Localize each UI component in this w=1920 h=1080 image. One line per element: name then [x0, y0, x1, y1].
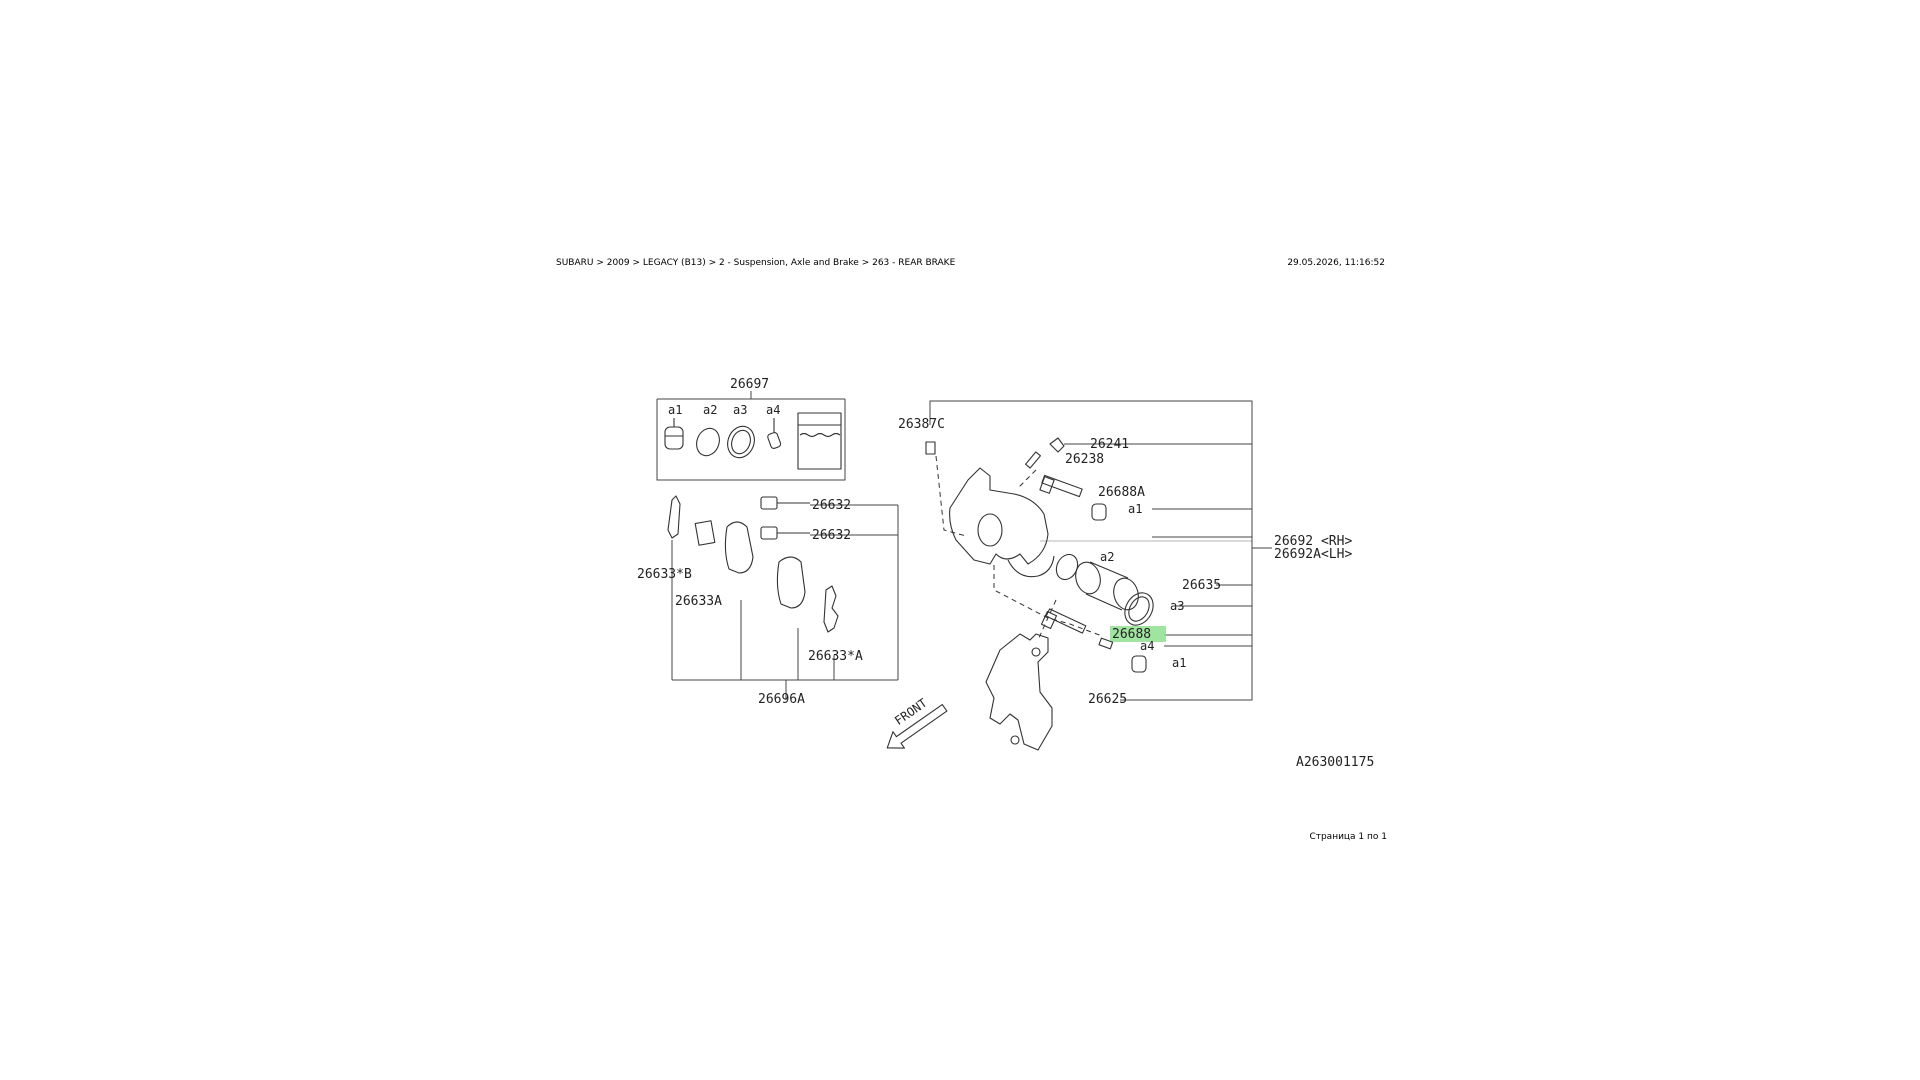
caliper-body-part: [949, 467, 1049, 565]
ref-a1-bottom[interactable]: a1: [1172, 656, 1186, 670]
cap-part: [1049, 437, 1065, 453]
kit-item-a4[interactable]: a4: [766, 403, 780, 417]
dust-seal-part: [727, 425, 755, 459]
page-footer: Страница 1 по 1: [1309, 832, 1387, 842]
caliper-lower: [1007, 555, 1055, 578]
wear-indicator-top-part: [760, 496, 810, 510]
label-26632-top[interactable]: 26632: [812, 498, 851, 513]
dash-bolt: [1017, 469, 1037, 489]
ref-a1-top[interactable]: a1: [1128, 502, 1142, 516]
dash-support: [1037, 599, 1057, 641]
label-26688a[interactable]: 26688A: [1098, 485, 1145, 500]
label-26625[interactable]: 26625: [1088, 692, 1127, 707]
shim-b-part: [667, 495, 681, 539]
label-26238[interactable]: 26238: [1065, 452, 1104, 467]
sleeve-lower-part: [1098, 637, 1114, 650]
diagram-code: A263001175: [1296, 755, 1374, 770]
caliper-bore: [977, 513, 1003, 547]
boot-part: [664, 418, 684, 450]
label-26632-bottom[interactable]: 26632: [812, 528, 851, 543]
caliper-group: 26692 <RH> 26692A<LH> 26387C 26241 26238…: [898, 400, 1352, 751]
shim-a-part: [823, 585, 839, 633]
piston-part: [1075, 561, 1139, 611]
front-arrow: FRONT: [886, 696, 948, 749]
ref-a2[interactable]: a2: [1100, 550, 1114, 564]
support-bracket-part: [985, 633, 1053, 751]
pad-group: 26632 26632 26633*B 26633A 26633*A 26696…: [637, 495, 899, 707]
label-26696a[interactable]: 26696A: [758, 692, 805, 707]
boot-lower-part: [1131, 655, 1147, 673]
label-26633-a[interactable]: 26633*A: [808, 649, 863, 664]
pad-inner-part: [724, 521, 754, 574]
breadcrumb: SUBARU > 2009 > LEGACY (B13) > 2 - Suspe…: [556, 258, 956, 268]
label-26692-rh[interactable]: 26692 <RH>: [1274, 534, 1352, 549]
clip-part: [694, 520, 716, 546]
label-26241[interactable]: 26241: [1090, 437, 1129, 452]
piston-seal-part: [1055, 553, 1079, 581]
support-hole-upper: [1031, 647, 1041, 657]
boot-upper-part: [1091, 503, 1107, 521]
label-26387c[interactable]: 26387C: [898, 417, 945, 432]
ref-a4[interactable]: a4: [1140, 639, 1154, 653]
label-front: FRONT: [892, 696, 930, 728]
label-26697[interactable]: 26697: [730, 377, 769, 392]
label-26633-b[interactable]: 26633*B: [637, 567, 692, 582]
seal-ring-part: [696, 427, 720, 457]
dash-bleeder: [935, 455, 967, 537]
wear-indicator-bottom-part: [760, 526, 810, 540]
support-hole-lower: [1010, 735, 1020, 745]
label-26688[interactable]: 26688: [1112, 627, 1151, 642]
label-26692a-lh[interactable]: 26692A<LH>: [1274, 547, 1352, 562]
pin-a-part: [1039, 474, 1083, 498]
sleeve-part: [767, 418, 782, 449]
kit-item-a3[interactable]: a3: [733, 403, 747, 417]
pin-part: [1040, 608, 1087, 634]
pad-outer-part: [776, 556, 806, 609]
piston-boot-part: [1124, 592, 1154, 626]
bleeder-part: [925, 441, 936, 455]
kit-26697-group: 26697 a1 a2 a3 a4: [656, 377, 846, 481]
bolt-part: [1025, 451, 1041, 469]
print-timestamp: 29.05.2026, 11:16:52: [1287, 258, 1385, 268]
label-26633a[interactable]: 26633A: [675, 594, 722, 609]
label-26635[interactable]: 26635: [1182, 578, 1221, 593]
grease-pack-part: [797, 412, 842, 470]
ref-a3[interactable]: a3: [1170, 599, 1184, 613]
kit-item-a2[interactable]: a2: [703, 403, 717, 417]
highlight-26688: [1110, 626, 1166, 642]
kit-item-a1[interactable]: a1: [668, 403, 682, 417]
